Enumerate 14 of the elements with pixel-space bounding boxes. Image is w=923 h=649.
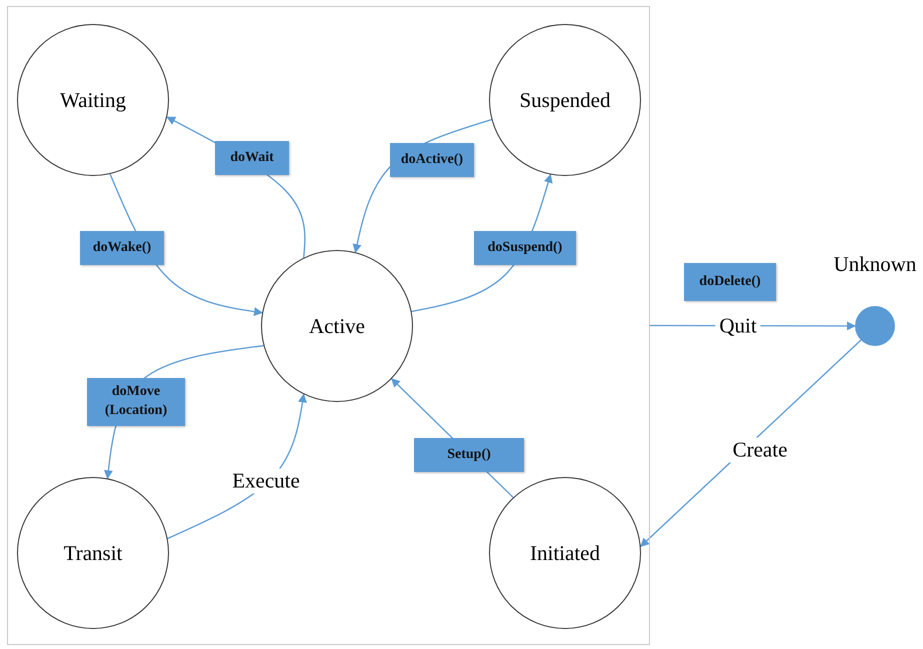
method-label: doWake(): [80, 231, 164, 265]
state-label: Unknown: [834, 252, 916, 277]
method-label: doMove (Location): [87, 378, 185, 426]
method-label: Setup(): [414, 438, 524, 472]
state-name: Suspended: [520, 88, 610, 112]
method-label: doSuspend(): [474, 231, 576, 265]
state-name: Waiting: [60, 88, 126, 112]
state-name: Initiated: [530, 540, 600, 566]
method-label: doDelete(): [684, 263, 776, 301]
method-label: doActive(): [390, 143, 474, 177]
state-name: Transit: [64, 540, 122, 566]
state-name: Active: [309, 314, 365, 338]
method-label: doWait: [215, 141, 289, 175]
arrow: [640, 340, 862, 547]
